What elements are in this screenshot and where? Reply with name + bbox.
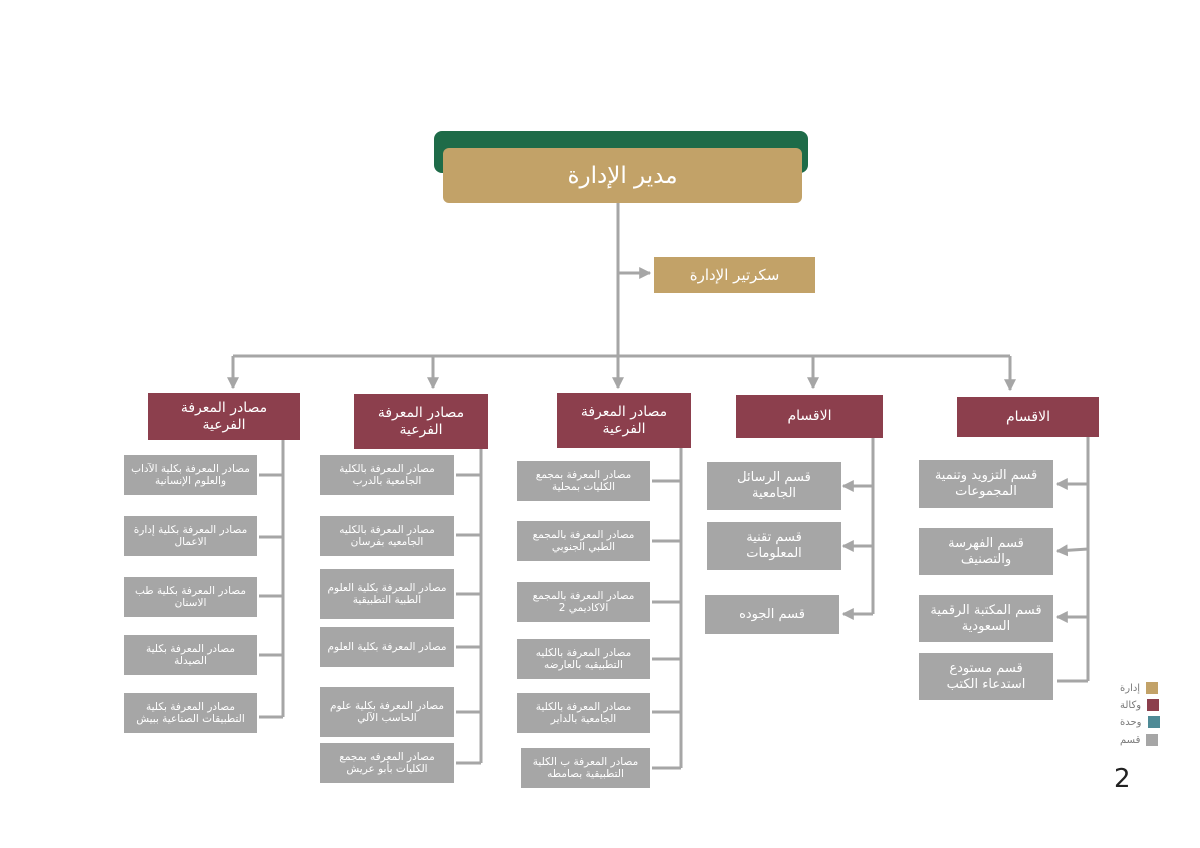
column-5-item-4: مصادر المعرفة بكلية الصيدلة xyxy=(124,635,257,675)
column-2-item-2: قسم تقنية المعلومات xyxy=(707,522,841,570)
legend-swatch xyxy=(1146,734,1159,746)
column-1-item-2: قسم الفهرسة والتصنيف xyxy=(919,528,1053,575)
legend-label: وكالة xyxy=(1120,699,1142,711)
secretary-label: سكرتير الإدارة xyxy=(689,266,780,284)
column-4-item-2: مصادر المعرفة بالكليه الجامعيه بفرسان xyxy=(320,516,454,556)
column-4-header: مصادر المعرفة الفرعية xyxy=(354,394,488,449)
legend-item-agency: وكالة xyxy=(1120,699,1160,711)
legend-label: قسم xyxy=(1120,734,1141,746)
legend-swatch xyxy=(1147,716,1160,728)
column-1-header: الاقسام xyxy=(957,397,1099,437)
column-2-header: الاقسام xyxy=(736,395,883,438)
column-1-item-1: قسم التزويد وتنمية المجموعات xyxy=(919,460,1053,508)
column-3-item-3: مصادر المعرفة بالمجمع الاكاديمي 2 xyxy=(517,582,650,622)
column-3-item-6: مصادر المعرفة ب الكلية التطبيقية بصامطه xyxy=(521,748,650,788)
column-2-item-3: قسم الجوده xyxy=(705,595,839,634)
column-4-item-4: مصادر المعرفة بكلية العلوم xyxy=(320,627,454,667)
column-5-header: مصادر المعرفة الفرعية xyxy=(148,393,300,440)
column-3-header: مصادر المعرفة الفرعية xyxy=(557,393,691,448)
column-5-item-3: مصادر المعرفة بكلية طب الاسنان xyxy=(124,577,257,617)
legend-label: وحدة xyxy=(1120,716,1142,728)
legend-item-section: قسم xyxy=(1120,734,1159,746)
page-number: 2 xyxy=(1114,764,1131,794)
column-2-item-1: قسم الرسائل الجامعية xyxy=(707,462,841,510)
legend-label: إدارة xyxy=(1120,682,1141,694)
column-3-item-2: مصادر المعرفة بالمجمع الطبي الجنوبي xyxy=(517,521,650,561)
column-4-item-6: مصادر المعرفه بمجمع الكليات بأبو عريش xyxy=(320,743,454,783)
legend-item-admin: إدارة xyxy=(1120,682,1159,694)
column-5-item-2: مصادر المعرفة بكلية إدارة الاعمال xyxy=(124,516,257,556)
column-4-item-1: مصادر المعرفة بالكلية الجامعية بالدرب xyxy=(320,455,454,495)
director-box: مدير الإدارة xyxy=(443,148,802,203)
legend-swatch xyxy=(1147,699,1160,711)
secretary-box: سكرتير الإدارة xyxy=(654,257,815,293)
legend-swatch xyxy=(1146,682,1159,694)
column-3-item-1: مصادر المعرفة بمجمع الكليات بمحلية xyxy=(517,461,650,501)
column-5-item-5: مصادر المعرفة بكلية التطبيقات الصناعية ب… xyxy=(124,693,257,733)
legend-item-unit: وحدة xyxy=(1120,716,1160,728)
column-1-item-3: قسم المكتبة الرقمية السعودية xyxy=(919,595,1053,642)
director-label: مدير الإدارة xyxy=(567,162,678,189)
column-3-item-5: مصادر المعرفة بالكلية الجامعية بالداير xyxy=(517,693,650,733)
column-4-item-5: مصادر المعرفة بكلية علوم الحاسب الآلي xyxy=(320,687,454,737)
column-4-item-3: مصادر المعرفة بكلية العلوم الطبية التطبي… xyxy=(320,569,454,619)
column-5-item-1: مصادر المعرفة بكلية الآداب والعلوم الإنس… xyxy=(124,455,257,495)
column-3-item-4: مصادر المعرفة بالكليه التطبيقيه بالعارضه xyxy=(517,639,650,679)
column-1-item-4: قسم مستودع استدعاء الكتب xyxy=(919,653,1053,700)
